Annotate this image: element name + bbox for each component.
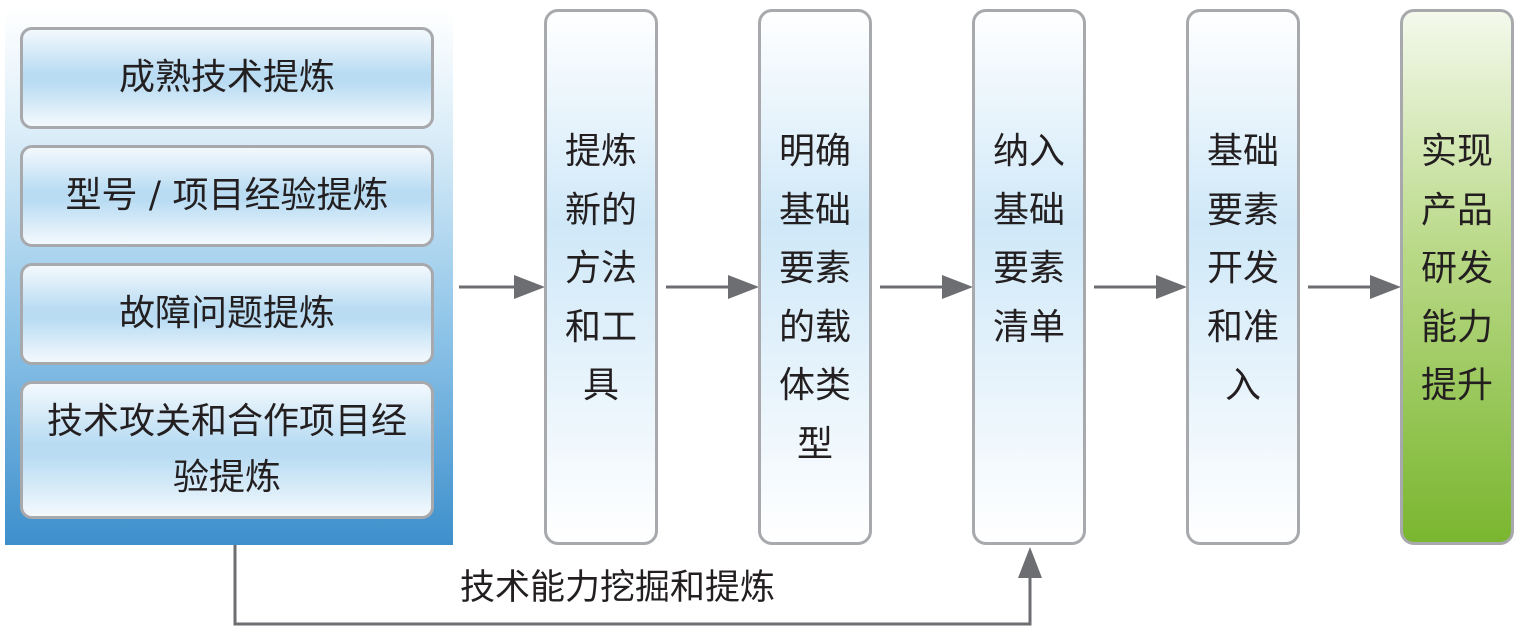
feedback-loop-arrow bbox=[233, 545, 1032, 626]
source-box-label: 故障问题提炼 bbox=[118, 293, 335, 334]
arrowhead-sources-to-step-1 bbox=[514, 275, 545, 299]
arrowhead-step-1-to-step-2 bbox=[728, 275, 759, 299]
source-box-label: 型号 / 项目经验提炼 bbox=[65, 175, 389, 216]
arrowhead-step-2-to-step-3 bbox=[942, 275, 973, 299]
step-element-list: 纳入基础要素清单 bbox=[972, 9, 1086, 545]
source-box-label: 成熟技术提炼 bbox=[118, 57, 335, 98]
source-box-fault-issues: 故障问题提炼 bbox=[20, 263, 434, 365]
step-label: 基础要素开发和准入 bbox=[1206, 131, 1279, 406]
source-box-tech-cooperation: 技术攻关和合作项目经验提炼 bbox=[20, 381, 434, 519]
source-box-mature-tech: 成熟技术提炼 bbox=[20, 27, 434, 129]
step-new-methods-tools: 提炼新的方法和工具 bbox=[544, 9, 658, 545]
source-box-model-project: 型号 / 项目经验提炼 bbox=[20, 145, 434, 247]
step-label: 纳入基础要素清单 bbox=[992, 131, 1065, 348]
feedback-loop-label: 技术能力挖掘和提炼 bbox=[460, 568, 776, 608]
step-label: 明确基础要素的载体类型 bbox=[778, 131, 851, 465]
step-label: 提炼新的方法和工具 bbox=[564, 131, 637, 406]
step-capability-improvement: 实现产品研发能力提升 bbox=[1400, 9, 1514, 545]
step-development-admission: 基础要素开发和准入 bbox=[1186, 9, 1300, 545]
step-label: 实现产品研发能力提升 bbox=[1420, 131, 1493, 406]
source-box-label: 技术攻关和合作项目经验提炼 bbox=[47, 401, 408, 498]
step-carrier-types: 明确基础要素的载体类型 bbox=[758, 9, 872, 545]
source-panel: 成熟技术提炼 型号 / 项目经验提炼 故障问题提炼 技术攻关和合作项目经验提炼 bbox=[5, 8, 453, 545]
arrowhead-step-3-to-step-4 bbox=[1156, 275, 1187, 299]
arrowhead-feedback-loop bbox=[1018, 547, 1042, 578]
arrowhead-step-4-to-step-5 bbox=[1370, 275, 1401, 299]
